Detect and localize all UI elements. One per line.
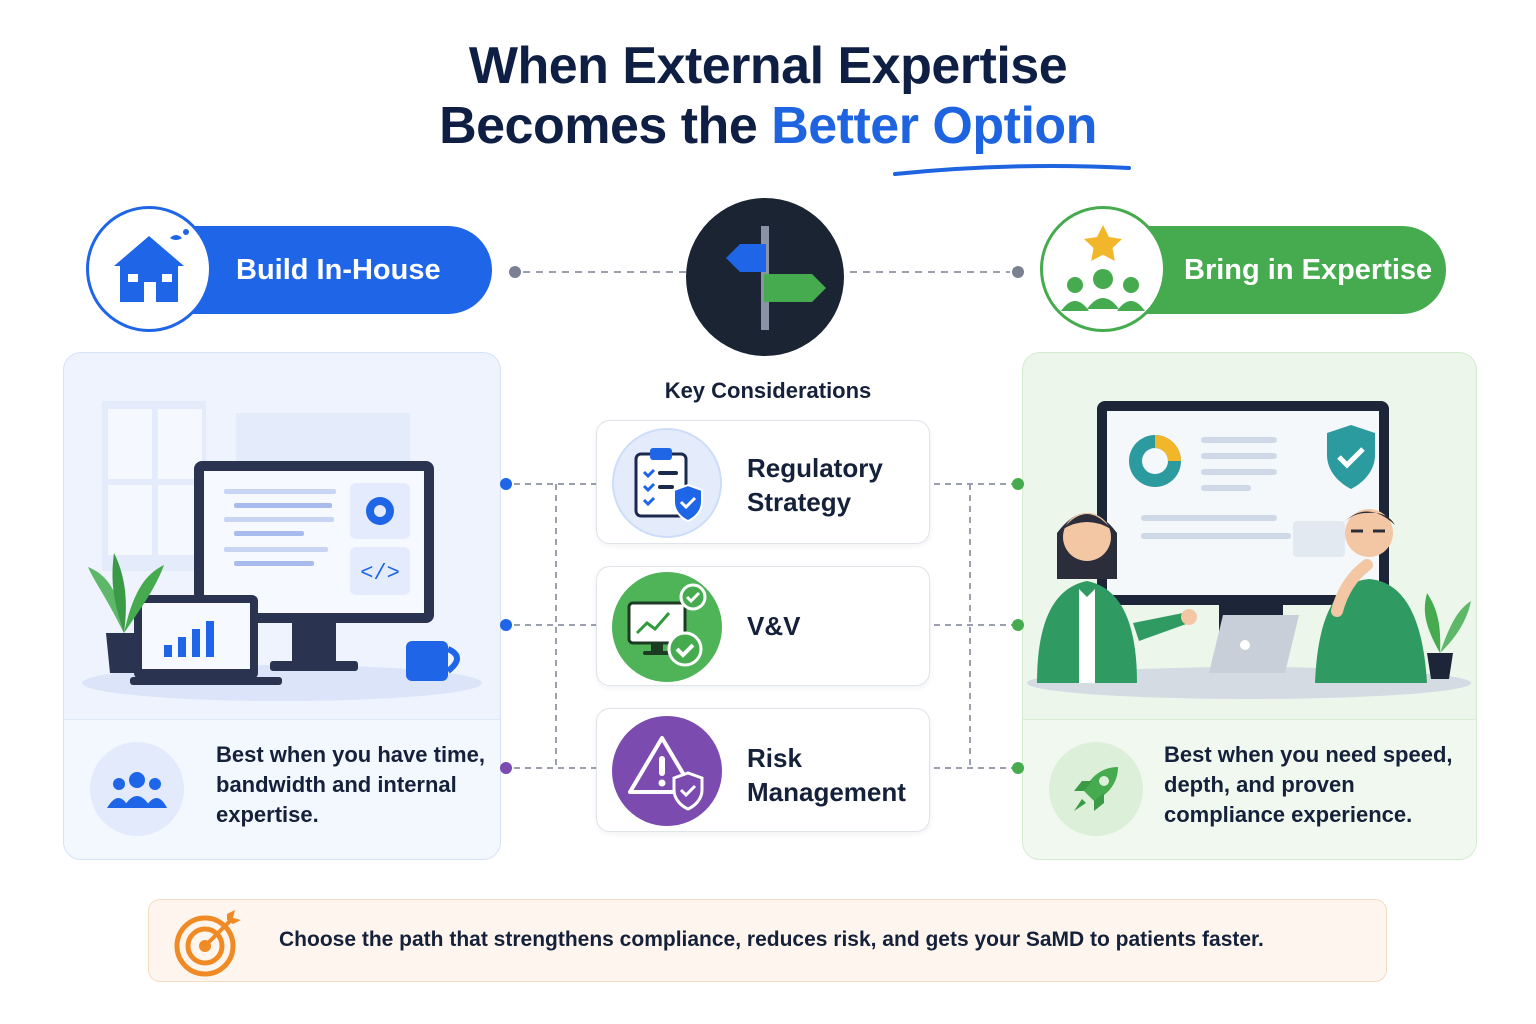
clipboard-shield-icon <box>634 448 703 523</box>
footer-banner: Choose the path that strengthens complia… <box>148 899 1387 982</box>
page-title: When External Expertise Becomes the Bett… <box>0 36 1536 156</box>
team-icon-badge <box>90 742 184 836</box>
consideration-label-risk: Risk Management <box>747 743 906 807</box>
bring-in-expertise-label: Bring in Expertise <box>1184 253 1433 286</box>
svg-text:</>: </> <box>360 561 400 586</box>
monitor-check-icon-badge <box>612 572 722 682</box>
consideration-card-risk: Risk Management <box>596 708 930 832</box>
warning-shield-icon-badge <box>612 716 722 826</box>
title-line-1: When External Expertise <box>468 37 1068 95</box>
consideration-card-regulatory: Regulatory Strategy <box>596 420 930 544</box>
title-line-2: Becomes the Better Option <box>0 96 1536 156</box>
build-in-house-panel: </> Best when you have time, bandwidth a… <box>63 352 501 860</box>
signpost-icon <box>726 226 826 330</box>
rocket-icon <box>1074 767 1118 811</box>
target-icon <box>174 910 241 977</box>
top-connector <box>509 266 1024 278</box>
key-considerations-title: Key Considerations <box>664 378 872 403</box>
right-connectors <box>934 478 1024 774</box>
consideration-card-vv: V&V <box>596 566 930 686</box>
bring-in-expertise-panel: Best when you need speed, depth, and pro… <box>1022 352 1477 860</box>
bring-in-expertise-summary: Best when you need speed, depth, and pro… <box>1023 719 1476 859</box>
house-icon <box>114 229 189 302</box>
house-badge <box>86 206 212 332</box>
team-star-icon <box>1061 225 1145 311</box>
bring-in-expertise-description: Best when you need speed, depth, and pro… <box>1164 742 1453 827</box>
title-line-2-prefix: Becomes the <box>439 97 772 155</box>
consideration-label-regulatory: Regulatory Strategy <box>747 453 883 517</box>
footer-text: Choose the path that strengthens complia… <box>279 928 1264 951</box>
consultation-illustration <box>1027 401 1471 699</box>
team-badge <box>1040 206 1166 332</box>
monitor-check-icon <box>627 583 707 667</box>
signpost-badge <box>686 198 844 356</box>
workspace-illustration: </> <box>82 401 482 701</box>
warning-shield-icon <box>628 736 704 811</box>
team-icon <box>107 772 167 808</box>
rocket-icon-badge <box>1049 742 1143 836</box>
build-in-house-label: Build In-House <box>236 253 441 286</box>
clipboard-shield-icon-badge <box>612 428 722 538</box>
title-underline <box>893 164 1131 176</box>
left-connectors <box>500 478 596 774</box>
build-in-house-summary: Best when you have time, bandwidth and i… <box>64 719 500 859</box>
consideration-label-vv: V&V <box>747 611 801 641</box>
title-accent: Better Option <box>771 97 1097 155</box>
build-in-house-description: Best when you have time, bandwidth and i… <box>216 742 485 827</box>
